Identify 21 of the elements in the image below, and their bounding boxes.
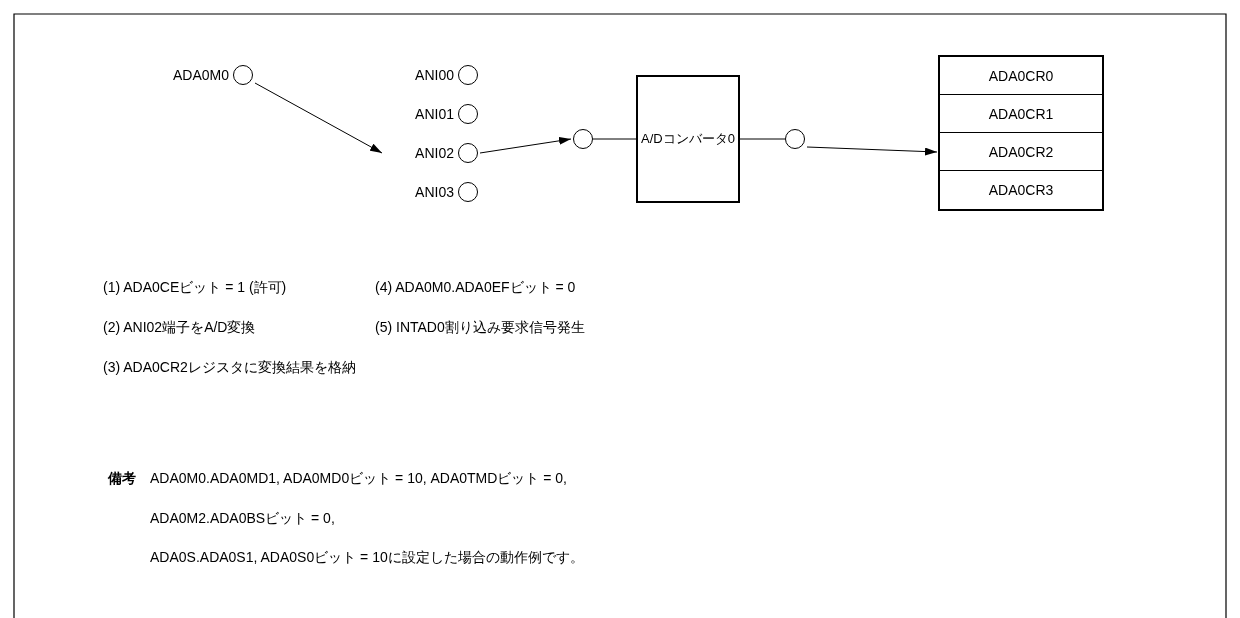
- remark-heading: 備考: [108, 469, 136, 487]
- step-note: (2) ANI02端子をA/D変換: [103, 318, 256, 336]
- terminal-label: ANI02: [415, 144, 454, 163]
- remark-text: ADA0M0.ADA0MD1, ADA0MD0ビット = 10, ADA0TMDビット = 0,: [150, 469, 567, 487]
- connector-line: [592, 138, 637, 140]
- step-note: (4) ADA0M0.ADA0EFビット = 0: [375, 278, 576, 296]
- terminal-label: ADA0M0: [172, 66, 229, 85]
- connector-line: [739, 138, 786, 140]
- step-note: (5) INTAD0割り込み要求信号発生: [375, 318, 585, 336]
- arrow: [806, 146, 938, 156]
- remark-text: ADA0S.ADA0S1, ADA0S0ビット = 10に設定した場合の動作例です。: [150, 548, 584, 566]
- arrow: [254, 82, 383, 154]
- terminal-label: ANI03: [415, 183, 454, 202]
- remark-text: ADA0M2.ADA0BSビット = 0,: [150, 509, 335, 527]
- terminal-label: ANI00: [415, 66, 454, 85]
- step-note: (1) ADA0CEビット = 1 (許可): [103, 278, 287, 296]
- register-stack: [938, 55, 1104, 211]
- terminal-label: ANI01: [415, 105, 454, 124]
- step-note: (3) ADA0CR2レジスタに変換結果を格納: [103, 358, 356, 376]
- arrow: [479, 136, 572, 154]
- converter-box: A/Dコンバータ0: [636, 75, 740, 203]
